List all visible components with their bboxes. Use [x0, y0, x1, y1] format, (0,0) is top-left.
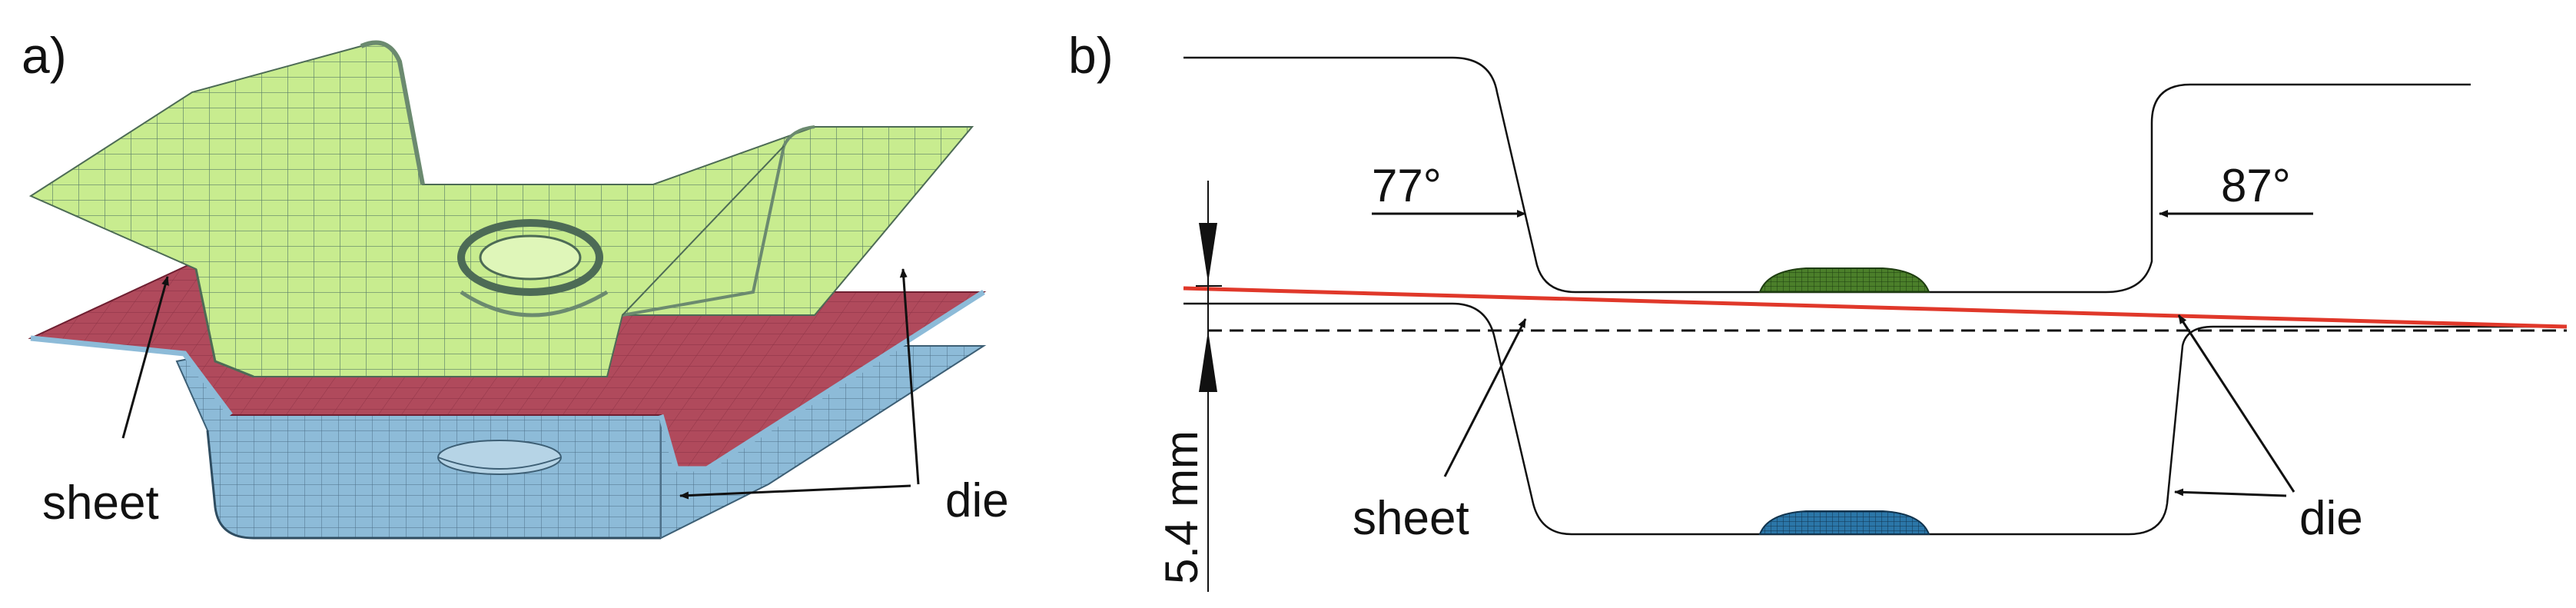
gap-dimension: 5.4 mm — [1156, 181, 1222, 592]
panel-b: b) 5.4 mm 77° 87° — [1068, 27, 2568, 592]
upper-die-profile — [1183, 56, 2471, 294]
die-callout-line-upper — [899, 268, 920, 485]
angle-left-label: 77° — [1372, 160, 1442, 211]
panel-a: a) sh — [22, 27, 1009, 540]
die-callout-line-b-upper — [2177, 314, 2295, 493]
die-callout-line-b-lower — [2174, 488, 2287, 497]
sheet-callout-line-b — [1443, 318, 1527, 477]
upper-bead — [1758, 267, 1930, 293]
angle-right-label: 87° — [2221, 160, 2291, 211]
panel-a-label: a) — [22, 27, 67, 84]
die-callout-line-lower — [679, 484, 911, 500]
sheet-callout-line — [121, 276, 169, 439]
sheet-label-a: sheet — [42, 477, 159, 530]
sheet-section-red — [1183, 286, 2568, 329]
die-label-a: die — [945, 474, 1009, 527]
lower-die-profile — [1183, 302, 2567, 536]
angle-87-callout: 87° — [2159, 160, 2313, 218]
sheet-bead — [457, 219, 609, 317]
lower-bead — [1758, 510, 1930, 535]
angle-77-callout: 77° — [1372, 160, 1526, 218]
panel-b-label: b) — [1068, 27, 1114, 84]
formed-sheet-green — [28, 40, 974, 378]
die-label-b: die — [2299, 492, 2363, 545]
gap-dimension-label: 5.4 mm — [1156, 430, 1207, 584]
sheet-label-b: sheet — [1353, 492, 1469, 545]
